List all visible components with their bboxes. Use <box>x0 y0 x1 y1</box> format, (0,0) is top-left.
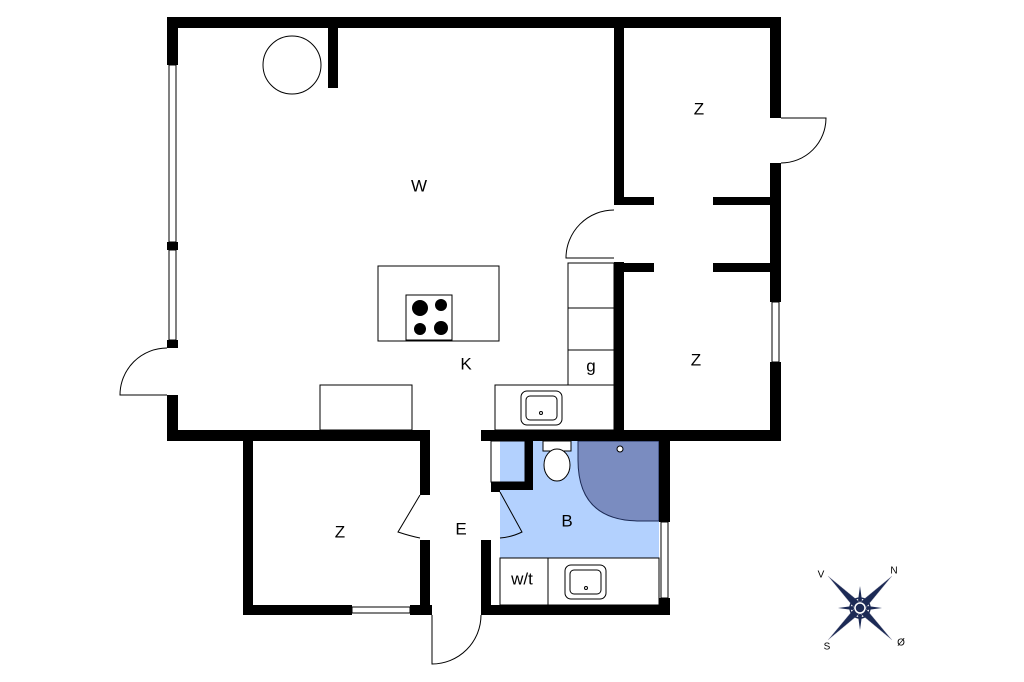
window <box>351 606 411 614</box>
burner-icon <box>434 321 448 335</box>
room-label-kitchen: K <box>460 354 472 373</box>
shower-area <box>577 440 660 522</box>
kitchen-sink <box>520 390 563 426</box>
burner-icon <box>412 300 428 316</box>
window <box>660 521 669 599</box>
room-label-living: W <box>411 176 427 195</box>
room-label-bedroom: Z <box>691 350 701 369</box>
room-label-bedroom: Z <box>694 99 704 118</box>
compass-south: S <box>824 642 831 653</box>
counter <box>319 384 413 431</box>
compass-rose-icon <box>827 575 893 641</box>
dining-table <box>262 35 322 95</box>
room-label-bathroom: B <box>561 511 572 530</box>
kitchen-island <box>377 265 500 342</box>
closet <box>490 440 526 483</box>
door[interactable] <box>431 614 482 665</box>
room-label-storage: g <box>586 356 595 375</box>
door[interactable] <box>780 117 827 164</box>
compass-west: V <box>818 570 825 581</box>
bathroom-sink <box>564 564 607 600</box>
toilet <box>543 448 571 482</box>
walls <box>167 17 781 615</box>
counter <box>494 384 615 431</box>
room-label-entrance: E <box>455 519 466 538</box>
stove <box>405 294 453 341</box>
door[interactable] <box>499 491 523 539</box>
room-label-bedroom: Z <box>335 522 345 541</box>
window <box>168 64 177 243</box>
compass-east: Ø <box>897 638 905 649</box>
burner-icon <box>414 323 426 335</box>
room-label-washer: w/t <box>510 569 533 588</box>
burner-icon <box>435 299 447 311</box>
door[interactable] <box>565 209 615 259</box>
door[interactable] <box>397 494 421 539</box>
compass-north: N <box>890 566 897 577</box>
window <box>168 249 177 341</box>
shower-drain <box>616 445 624 453</box>
window <box>771 301 780 363</box>
door[interactable] <box>119 347 168 396</box>
